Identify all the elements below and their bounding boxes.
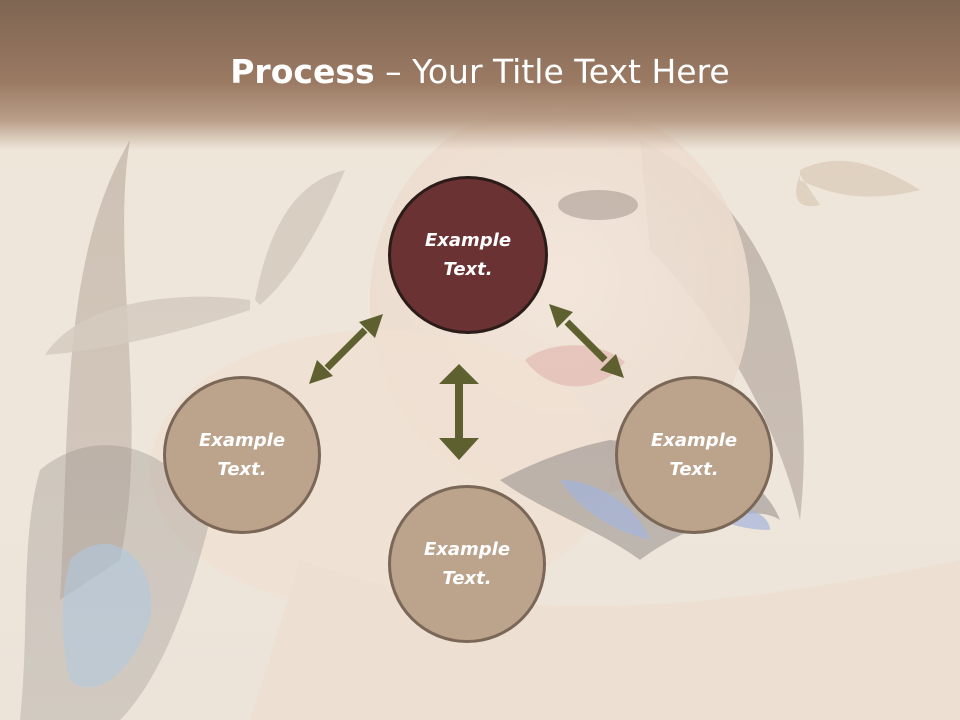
arrow-top-right (549, 304, 624, 378)
arrow-top-bottom (439, 364, 479, 460)
process-node-left: Example Text. (163, 376, 321, 534)
process-node-bottom: Example Text. (388, 485, 546, 643)
node-label: Example Text. (424, 230, 512, 280)
node-label: Example Text. (198, 430, 286, 480)
node-label: Example Text. (650, 430, 738, 480)
header-band (0, 0, 960, 150)
title-rest: – Your Title Text Here (374, 52, 730, 91)
process-node-right: Example Text. (615, 376, 773, 534)
node-label: Example Text. (423, 539, 511, 589)
process-node-top: Example Text. (388, 176, 548, 334)
arrow-top-left (309, 314, 383, 384)
page-title: Process – Your Title Text Here (0, 52, 960, 91)
title-bold: Process (230, 52, 375, 91)
